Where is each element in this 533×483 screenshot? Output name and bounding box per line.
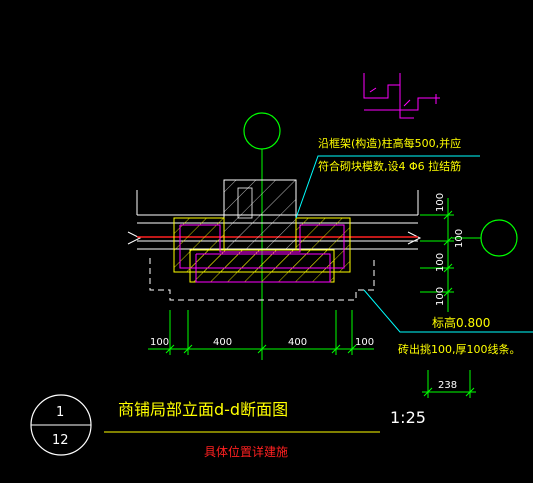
note-line2: 符合砌块模数,设4 Φ6 拉结筋 xyxy=(318,159,461,173)
axis-circle-icon xyxy=(480,219,518,257)
reinforcement-outline xyxy=(179,224,345,283)
drawing-subtitle: 具体位置详建施 xyxy=(204,444,288,459)
dim-bottom-3: 400 xyxy=(288,337,307,348)
dim-bottom-2: 400 xyxy=(213,337,232,348)
leader-lines xyxy=(295,155,533,333)
axis-circle-icon xyxy=(243,112,281,150)
dim-right-4: 100 xyxy=(435,287,446,306)
dim-bottom-1: 100 xyxy=(150,337,169,348)
right-dimension xyxy=(420,198,481,312)
title-block xyxy=(30,394,380,456)
dim-lower-right: 238 xyxy=(438,380,457,391)
detail-sketch xyxy=(363,73,440,119)
lower-right-dimension xyxy=(422,370,476,398)
sheet-number-top: 1 xyxy=(56,405,64,420)
elevation-label: 标高0.800 xyxy=(432,315,490,330)
column-block xyxy=(223,179,297,251)
dim-right-3: 100 xyxy=(435,253,446,272)
drawing-title: 商铺局部立面d-d断面图 xyxy=(118,400,288,419)
drawing-scale: 1:25 xyxy=(390,408,426,427)
sheet-number-bottom: 12 xyxy=(52,433,69,448)
dim-right-1: 100 xyxy=(435,193,446,212)
plaster-note: 砖出挑100,厚100线条。 xyxy=(398,342,521,356)
outline-dashed xyxy=(149,258,375,301)
axis-marker-right xyxy=(480,219,518,257)
dim-bottom-4: 100 xyxy=(355,337,374,348)
bottom-dimension xyxy=(148,310,374,355)
dim-right-2: 100 xyxy=(454,229,465,248)
note-line1: 沿框架(构造)柱高每500,并应 xyxy=(318,136,461,150)
